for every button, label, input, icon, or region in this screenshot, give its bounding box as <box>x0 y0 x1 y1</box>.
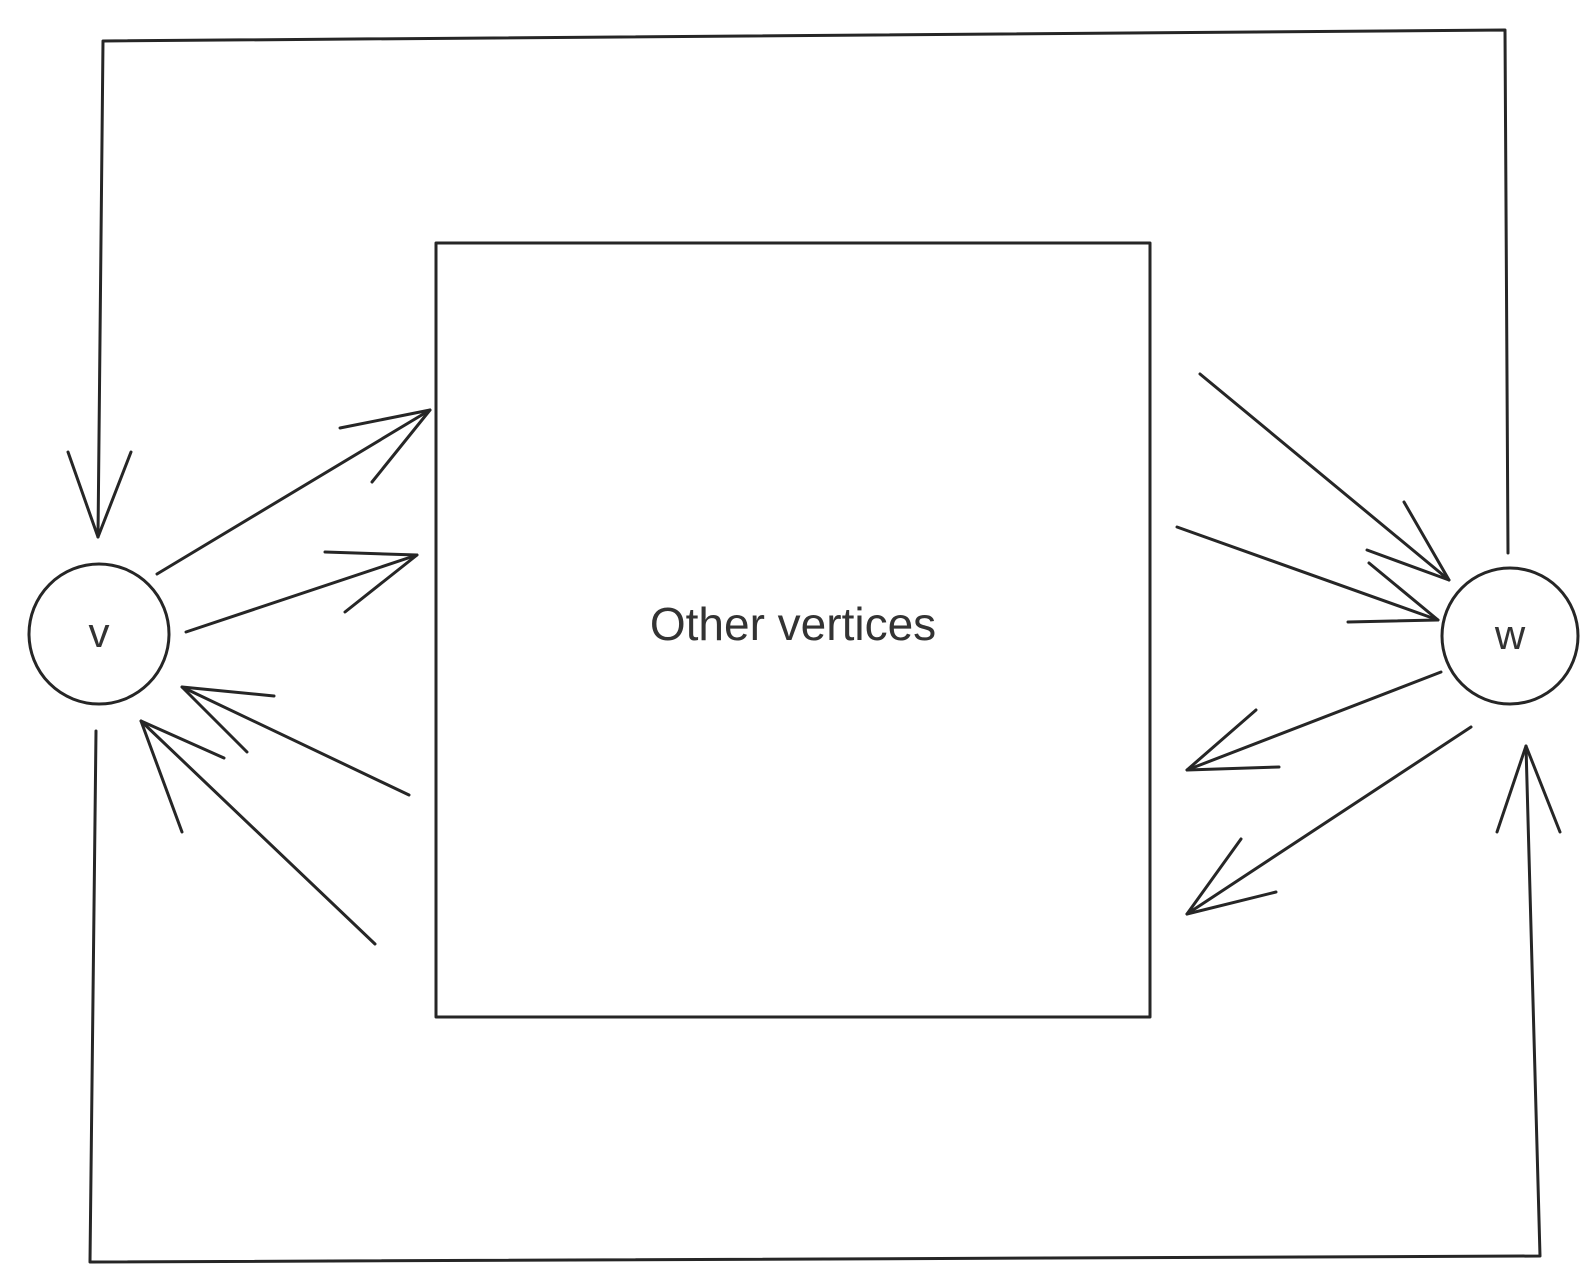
edge-line <box>1175 525 1440 622</box>
arrowhead <box>139 719 226 834</box>
edge-v-to-group-1 <box>155 408 432 576</box>
node-w: w <box>1440 566 1580 706</box>
arrowhead <box>1365 500 1451 582</box>
edge-line <box>180 685 411 797</box>
arrowhead <box>180 685 276 754</box>
edge-bottom-loop-v-to-w <box>88 729 1562 1264</box>
node-v: v <box>27 562 171 706</box>
node-w-label: w <box>1494 611 1526 658</box>
edge-w-to-group-1 <box>1185 670 1443 772</box>
arrowhead <box>1346 561 1440 624</box>
edge-line <box>184 553 419 634</box>
node-v-circle <box>27 562 171 706</box>
other-vertices-label: Other vertices <box>650 598 936 650</box>
edge-v-to-group-2 <box>184 550 419 634</box>
edge-line <box>1185 670 1443 772</box>
arrowhead <box>1185 708 1281 772</box>
edge-bottom-loop-line <box>88 729 1542 1264</box>
edge-line <box>139 719 377 946</box>
node-w-circle <box>1440 566 1580 706</box>
edge-group-to-w-2 <box>1175 525 1440 624</box>
other-vertices-group: Other vertices <box>434 241 1152 1019</box>
edge-top-loop-w-to-v <box>66 28 1510 555</box>
arrowhead-into-v-top <box>66 450 133 539</box>
edge-group-to-v-1 <box>180 685 411 797</box>
arrowhead <box>323 550 419 614</box>
edge-top-loop-line <box>96 28 1510 555</box>
edge-line <box>1198 372 1451 582</box>
edge-group-to-w-1 <box>1198 372 1451 582</box>
other-vertices-box <box>434 241 1152 1019</box>
arrowhead <box>1185 837 1278 916</box>
edge-line <box>155 408 432 576</box>
edge-w-to-group-2 <box>1185 725 1473 916</box>
node-v-label: v <box>89 609 110 656</box>
edge-line <box>1185 725 1473 916</box>
edge-group-to-v-2 <box>139 719 377 946</box>
arrowhead-into-w-bottom <box>1495 744 1562 834</box>
arrowhead <box>338 408 432 484</box>
